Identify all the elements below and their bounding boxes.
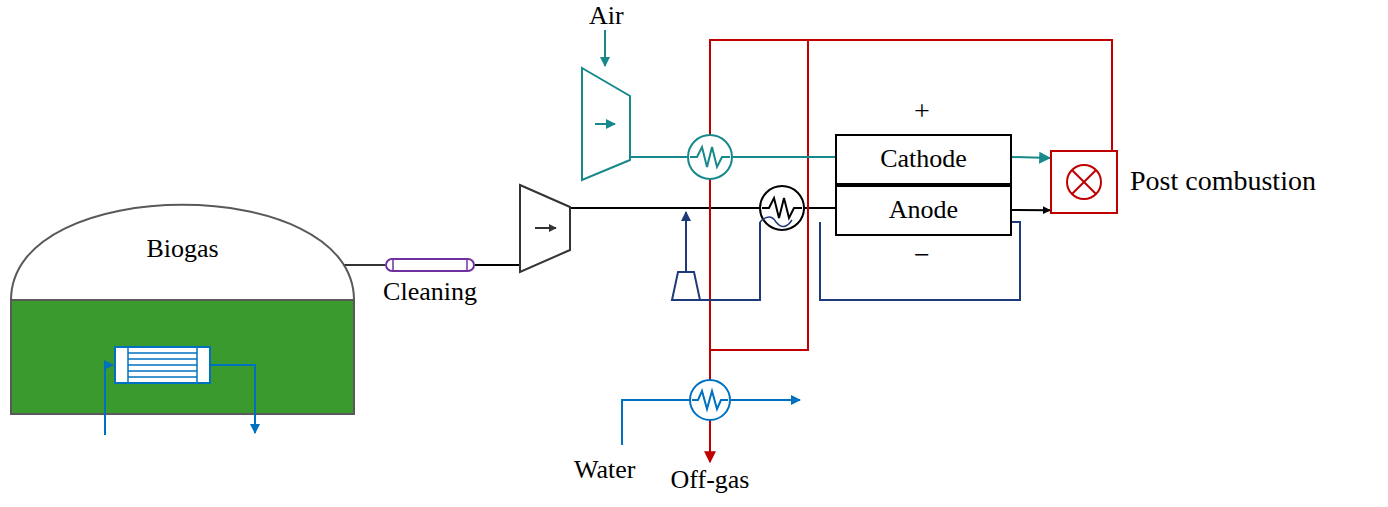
water-inlet-line — [622, 400, 690, 445]
water-heat-exchanger — [690, 380, 730, 420]
air-inlet-arrow — [604, 30, 606, 66]
heating-coil — [115, 347, 210, 383]
water-label: Water — [574, 456, 635, 485]
node-label: Post combustion — [1130, 166, 1316, 197]
biogas-digester: Biogas — [10, 195, 355, 415]
digester-dome — [11, 205, 354, 300]
compressor-arrow — [595, 123, 615, 125]
node-label: Cleaning — [383, 278, 477, 307]
anode-box: Anode — [835, 185, 1012, 236]
flow-connector — [1012, 209, 1050, 211]
node-label: Anode — [889, 196, 958, 225]
node-label: Cathode — [880, 145, 967, 174]
heating-outlet — [210, 365, 255, 433]
recirculation-outlet — [685, 212, 687, 272]
flow-connector — [1012, 156, 1050, 159]
water-outlet-line — [730, 399, 800, 401]
heat-exchanger-zigzag — [690, 147, 730, 167]
coil-stripe — [128, 364, 197, 366]
heat-exchanger-inner — [760, 217, 792, 227]
heat-exchanger-zigzag — [762, 198, 802, 218]
combustor-symbol — [1050, 150, 1118, 214]
post-combustion-chamber: Post combustion — [1050, 150, 1118, 214]
coil-stripe — [127, 347, 129, 383]
digester-shape — [10, 195, 355, 415]
air-label: Air — [589, 2, 624, 31]
off-gas-branch — [710, 40, 808, 350]
coil-stripe — [128, 352, 197, 354]
heating-inlet — [105, 365, 113, 435]
coil-stripe — [128, 370, 197, 372]
coil-stripe — [128, 358, 197, 360]
off-gas-label: Off-gas — [671, 466, 750, 495]
anode-recirculation-line — [700, 222, 760, 300]
air-compressor — [582, 68, 630, 180]
anode-heat-exchanger — [760, 186, 804, 230]
cathode-box: Cathode — [835, 134, 1012, 185]
node-label: Biogas — [146, 235, 218, 264]
heat-exchanger-zigzag — [692, 391, 728, 409]
compressor-arrow — [535, 227, 556, 229]
cleaning-unit: Cleaning — [385, 256, 475, 274]
polarity-sign: + — [914, 96, 930, 127]
coil-stripe — [128, 376, 197, 378]
biogas-compressor — [520, 185, 570, 272]
cathode-heat-exchanger — [688, 135, 732, 179]
recirculation-blower — [672, 272, 700, 300]
cleaning-cylinder — [385, 256, 475, 274]
digester-body — [11, 300, 354, 414]
coil-stripe — [196, 347, 198, 383]
polarity-sign: − — [914, 240, 930, 271]
off-gas-line — [710, 40, 1112, 462]
